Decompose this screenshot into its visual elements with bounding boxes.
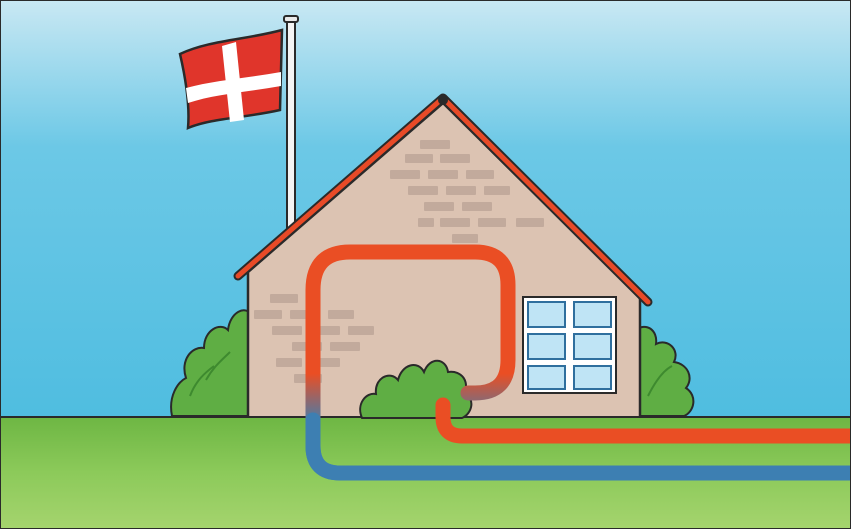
danish-flag-icon — [178, 28, 284, 130]
bush-left — [170, 309, 253, 417]
bush-right — [635, 325, 695, 417]
window — [522, 296, 617, 394]
flag-pole — [286, 19, 296, 236]
heat-pipe-icon — [305, 244, 851, 481]
